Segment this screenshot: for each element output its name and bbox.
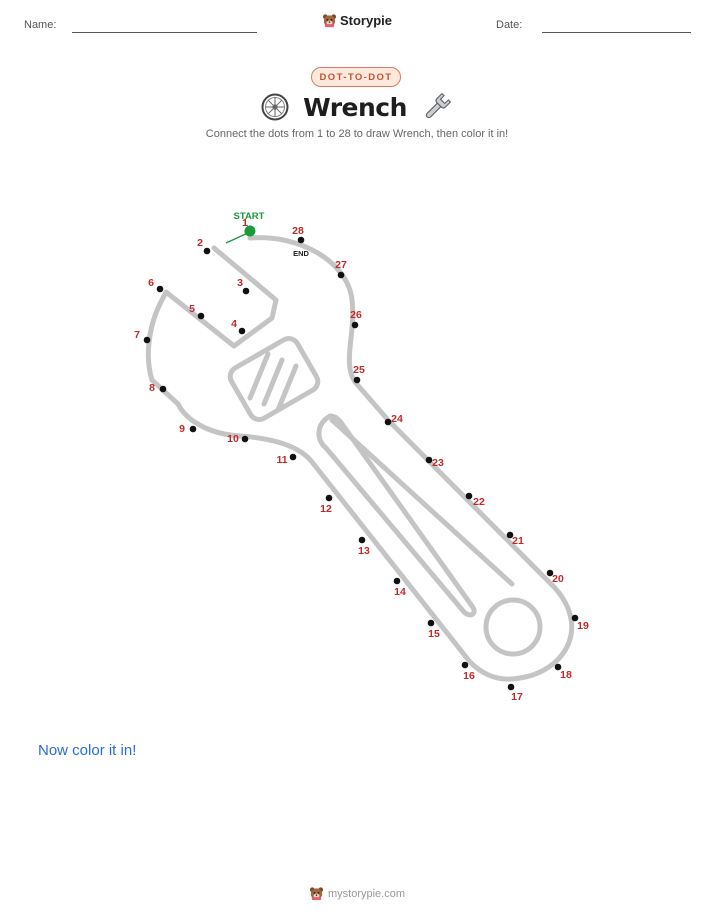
- dot-22: [465, 492, 473, 500]
- dot-28: [297, 236, 305, 244]
- wheel-icon: [261, 93, 289, 121]
- dot-17: [507, 683, 515, 691]
- start-label: START: [234, 211, 265, 222]
- start-dot: [244, 225, 256, 237]
- dot-number-5: 5: [189, 303, 195, 315]
- wrench-icon: [425, 92, 452, 119]
- dot-number-26: 26: [350, 309, 362, 321]
- dot-number-17: 17: [511, 691, 523, 703]
- dot-number-20: 20: [552, 573, 564, 585]
- dot-18: [554, 663, 562, 671]
- dot-6: [156, 285, 164, 293]
- name-line[interactable]: [72, 32, 257, 33]
- bear-mascot-icon: [309, 887, 324, 901]
- dot-number-1: 1: [242, 217, 248, 229]
- wrench-outline: [145, 235, 575, 682]
- dot-14: [393, 577, 401, 585]
- dot-number-24: 24: [391, 413, 403, 425]
- dot-10: [241, 435, 249, 443]
- dot-11: [289, 453, 297, 461]
- end-label: END: [293, 249, 309, 258]
- dot-8: [159, 385, 167, 393]
- dot-number-3: 3: [237, 277, 243, 289]
- dot-number-13: 13: [358, 545, 370, 557]
- page-title: Wrench: [303, 92, 407, 122]
- dot-20: [546, 569, 554, 577]
- footer-url: mystorypie.com: [327, 887, 406, 900]
- dot-4: [238, 327, 246, 335]
- color-prompt: Now color it in!: [38, 742, 137, 759]
- dot-15: [427, 619, 435, 627]
- title-row: Wrench: [0, 91, 714, 126]
- dot-number-25: 25: [353, 364, 365, 376]
- dot-16: [461, 661, 469, 669]
- dot-number-6: 6: [148, 277, 154, 289]
- dot-26: [351, 321, 359, 329]
- dot-number-7: 7: [134, 329, 140, 341]
- name-label: Name:: [24, 19, 57, 31]
- dot-24: [384, 418, 392, 426]
- dot-5: [197, 312, 205, 320]
- date-line[interactable]: [542, 32, 691, 33]
- dot-number-22: 22: [473, 496, 485, 508]
- activity-badge: DOT-TO-DOT: [311, 67, 401, 87]
- bear-mascot-icon: [322, 14, 337, 28]
- dot-number-27: 27: [335, 259, 347, 271]
- dot-25: [353, 376, 361, 384]
- dot-number-28: 28: [292, 225, 304, 237]
- dot-23: [425, 456, 433, 464]
- brand-name: Storypie: [339, 13, 392, 28]
- dot-27: [337, 271, 345, 279]
- dot-number-23: 23: [432, 457, 444, 469]
- dot-number-11: 11: [276, 454, 287, 466]
- dot-number-19: 19: [577, 620, 589, 632]
- dot-number-10: 10: [227, 433, 239, 445]
- dot-number-16: 16: [463, 670, 475, 682]
- dot-number-9: 9: [179, 423, 185, 435]
- date-label: Date:: [496, 19, 523, 31]
- dot-12: [325, 494, 333, 502]
- dot-7: [143, 336, 151, 344]
- dot-number-8: 8: [149, 382, 155, 394]
- dot-13: [358, 536, 366, 544]
- dot-number-21: 21: [512, 535, 524, 547]
- dot-19: [571, 614, 579, 622]
- dot-number-15: 15: [428, 628, 440, 640]
- dot-number-14: 14: [394, 586, 406, 598]
- footer: mystorypie.com: [0, 886, 714, 906]
- dot-21: [506, 531, 514, 539]
- dot-number-4: 4: [231, 318, 237, 330]
- dot-2: [203, 247, 211, 255]
- dot-number-2: 2: [197, 237, 203, 249]
- dot-3: [242, 287, 250, 295]
- dot-9: [189, 425, 197, 433]
- brand-logo: Storypie: [0, 13, 714, 33]
- instructions: Connect the dots from 1 to 28 to draw Wr…: [205, 128, 509, 140]
- dot-number-18: 18: [560, 669, 572, 681]
- dot-number-12: 12: [320, 503, 332, 515]
